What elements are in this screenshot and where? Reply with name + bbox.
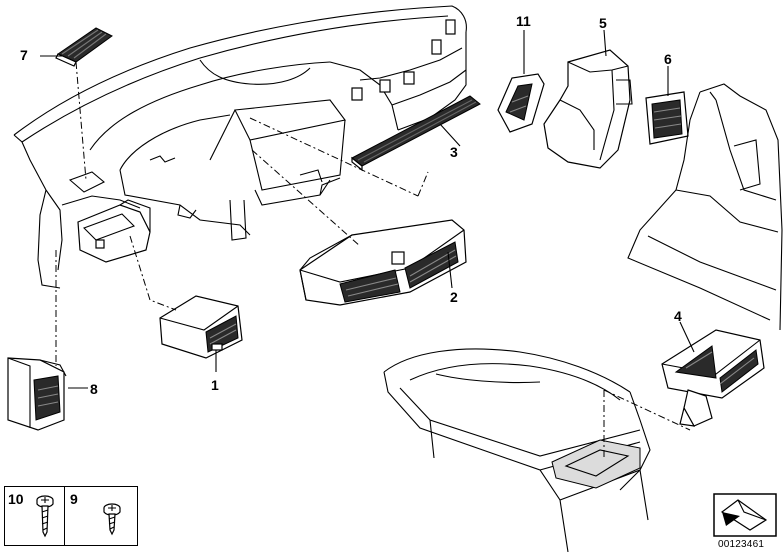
leader-lines [40,29,695,460]
document-id: 00123461 [718,539,765,550]
callout-11: 11 [516,13,531,29]
part-1-side-vent [159,295,243,359]
part-5-air-duct [543,49,633,169]
callout-4: 4 [674,308,682,324]
legend-label-10: 10 [8,491,24,507]
part-8-corner-vent [7,357,67,431]
dashboard-side-vent-housing [77,199,151,263]
part-4-rear-vent [661,329,765,427]
callout-3: 3 [450,144,458,160]
part-2-center-vent [299,219,467,306]
legend-box-9 [64,486,138,546]
callout-7: 7 [20,47,28,63]
part-6-vent [645,91,689,145]
callout-1: 1 [211,377,219,393]
dashboard-assembly [13,5,467,289]
callout-2: 2 [450,289,458,305]
part-7-defrost-grille [55,27,113,67]
legend-label-9: 9 [70,491,78,507]
part-3-center-grille [351,95,481,172]
pillar-trim [627,83,783,331]
callout-5: 5 [599,15,607,31]
callout-8: 8 [90,381,98,397]
legend-box-10 [4,486,66,546]
part-11-vent [497,73,545,133]
callout-6: 6 [664,51,672,67]
center-console [383,348,651,553]
